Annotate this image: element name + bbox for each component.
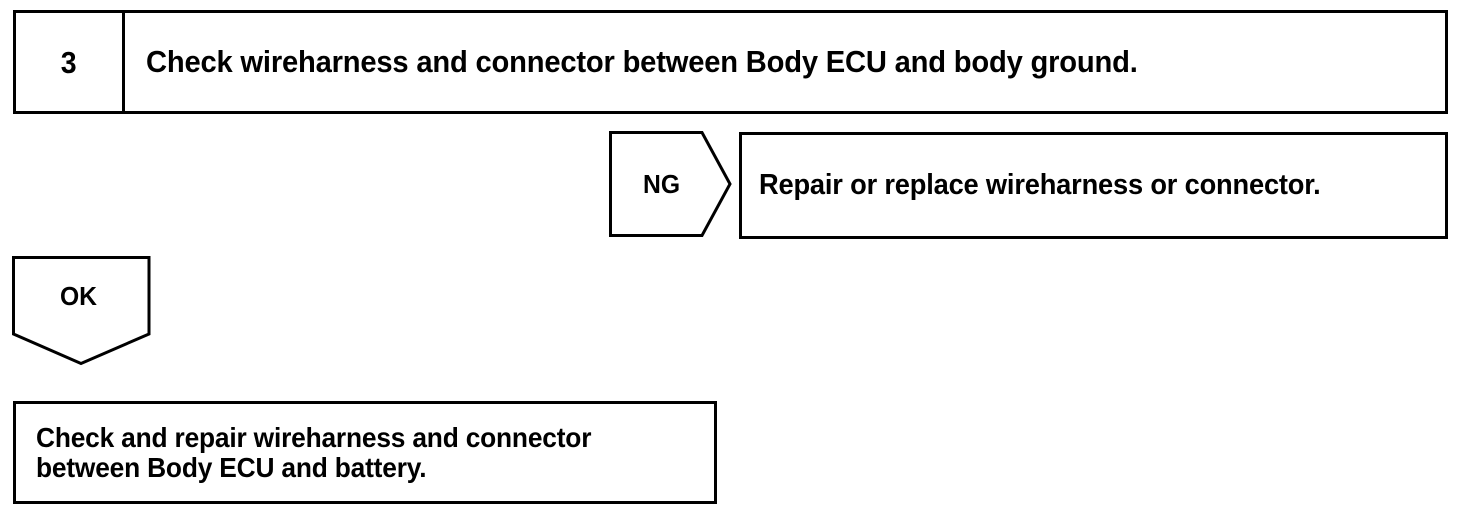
ng-result-box: Repair or replace wireharness or connect… xyxy=(739,132,1448,239)
step-number-cell: 3 xyxy=(16,13,125,111)
ng-result-text: Repair or replace wireharness or connect… xyxy=(759,169,1321,202)
ng-arrow-shape xyxy=(609,131,733,237)
ok-result-box: Check and repair wireharness and connect… xyxy=(13,401,717,504)
ok-result-text-line-1: Check and repair wireharness and connect… xyxy=(36,421,592,453)
ok-arrow-shape xyxy=(12,256,152,366)
step-number: 3 xyxy=(61,44,77,80)
ok-result-text-line-2: between Body ECU and battery. xyxy=(36,451,427,483)
step-instruction-cell: Check wireharness and connector between … xyxy=(128,13,1445,111)
step-row: 3 Check wireharness and connector betwee… xyxy=(13,10,1448,114)
step-instruction-text: Check wireharness and connector between … xyxy=(146,43,1138,79)
